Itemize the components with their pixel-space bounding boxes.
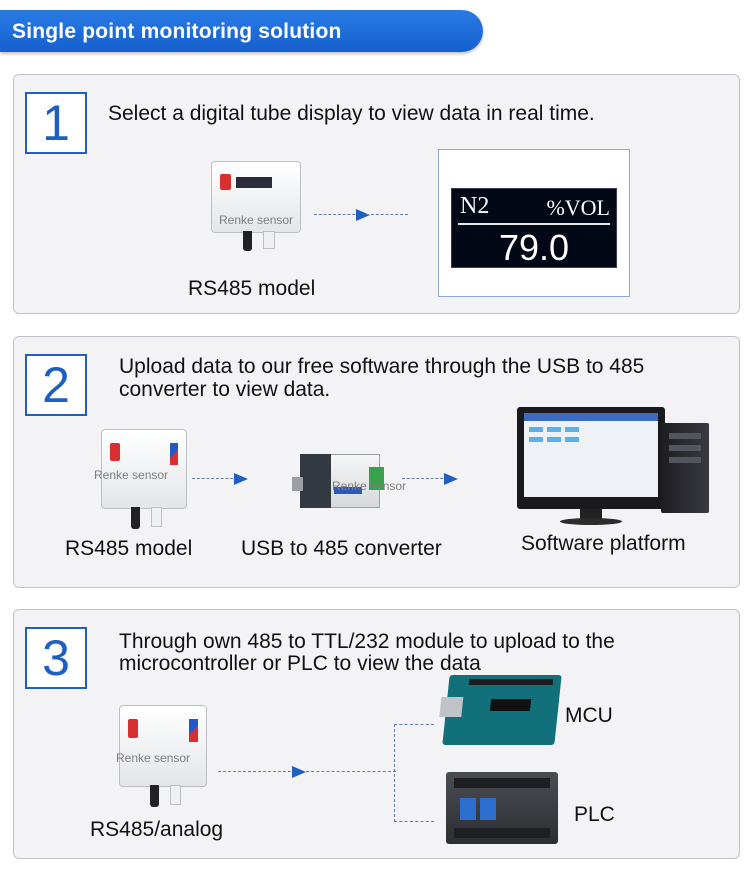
watermark: Renke sensor (219, 213, 294, 227)
flow-dashes (306, 766, 396, 778)
step-1-panel: 1 Select a digital tube display to view … (13, 74, 740, 314)
step-1-description: Select a digital tube display to view da… (108, 102, 595, 125)
sensor-caption: RS485/analog (90, 818, 224, 841)
step-2-description-line-2: converter to view data. (119, 378, 331, 401)
flow-dashes (366, 209, 408, 221)
rs485-analog-sensor-image (119, 705, 207, 807)
mcu-board-image (439, 675, 562, 745)
flow-arrow (402, 473, 458, 485)
step-number-3: 3 (25, 627, 87, 689)
caption-rs485-model: RS485 model (65, 537, 193, 560)
step-3-description-line-2: microcontroller or PLC to view the data (119, 652, 481, 675)
monitor-stand (580, 509, 602, 519)
display-gas-label: N2 (460, 193, 490, 219)
digital-tube-display: N2 %VOL 79.0 (438, 149, 630, 297)
flow-arrow (314, 209, 370, 221)
target-plc-label: PLC (574, 803, 615, 826)
watermark: Renke sensor (116, 751, 191, 765)
caption-software-platform: Software platform (521, 532, 686, 555)
flow-arrow (218, 766, 306, 778)
computer-monitor-image (517, 407, 665, 509)
step-3-panel: 3 Through own 485 to TTL/232 module to u… (13, 609, 740, 859)
step-number-1: 1 (25, 92, 87, 154)
step-3-description-line-1: Through own 485 to TTL/232 module to upl… (119, 630, 615, 653)
step-2-panel: 2 Upload data to our free software throu… (13, 336, 740, 588)
usb-to-485-converter-image (292, 449, 386, 513)
caption-usb-converter: USB to 485 converter (241, 537, 442, 560)
title-banner: Single point monitoring solution (0, 10, 483, 52)
display-value: 79.0 (498, 227, 570, 268)
rs485-sensor-image (101, 429, 187, 529)
branch-bracket (394, 724, 434, 822)
sensor-caption: RS485 model (188, 277, 316, 300)
display-unit-label: %VOL (546, 195, 610, 220)
computer-tower-image (661, 423, 709, 513)
step-2-description-line-1: Upload data to our free software through… (119, 355, 645, 378)
display-screen: N2 %VOL 79.0 (451, 188, 617, 268)
step-number-2: 2 (25, 354, 87, 416)
rs485-sensor-image (211, 161, 301, 251)
watermark: Renke sensor (94, 468, 169, 482)
monitor-base (560, 518, 622, 525)
page-title: Single point monitoring solution (12, 20, 342, 43)
plc-module-image (446, 772, 558, 844)
flow-arrow (192, 473, 248, 485)
watermark: Renke sensor (332, 479, 407, 493)
target-mcu-label: MCU (565, 704, 613, 727)
